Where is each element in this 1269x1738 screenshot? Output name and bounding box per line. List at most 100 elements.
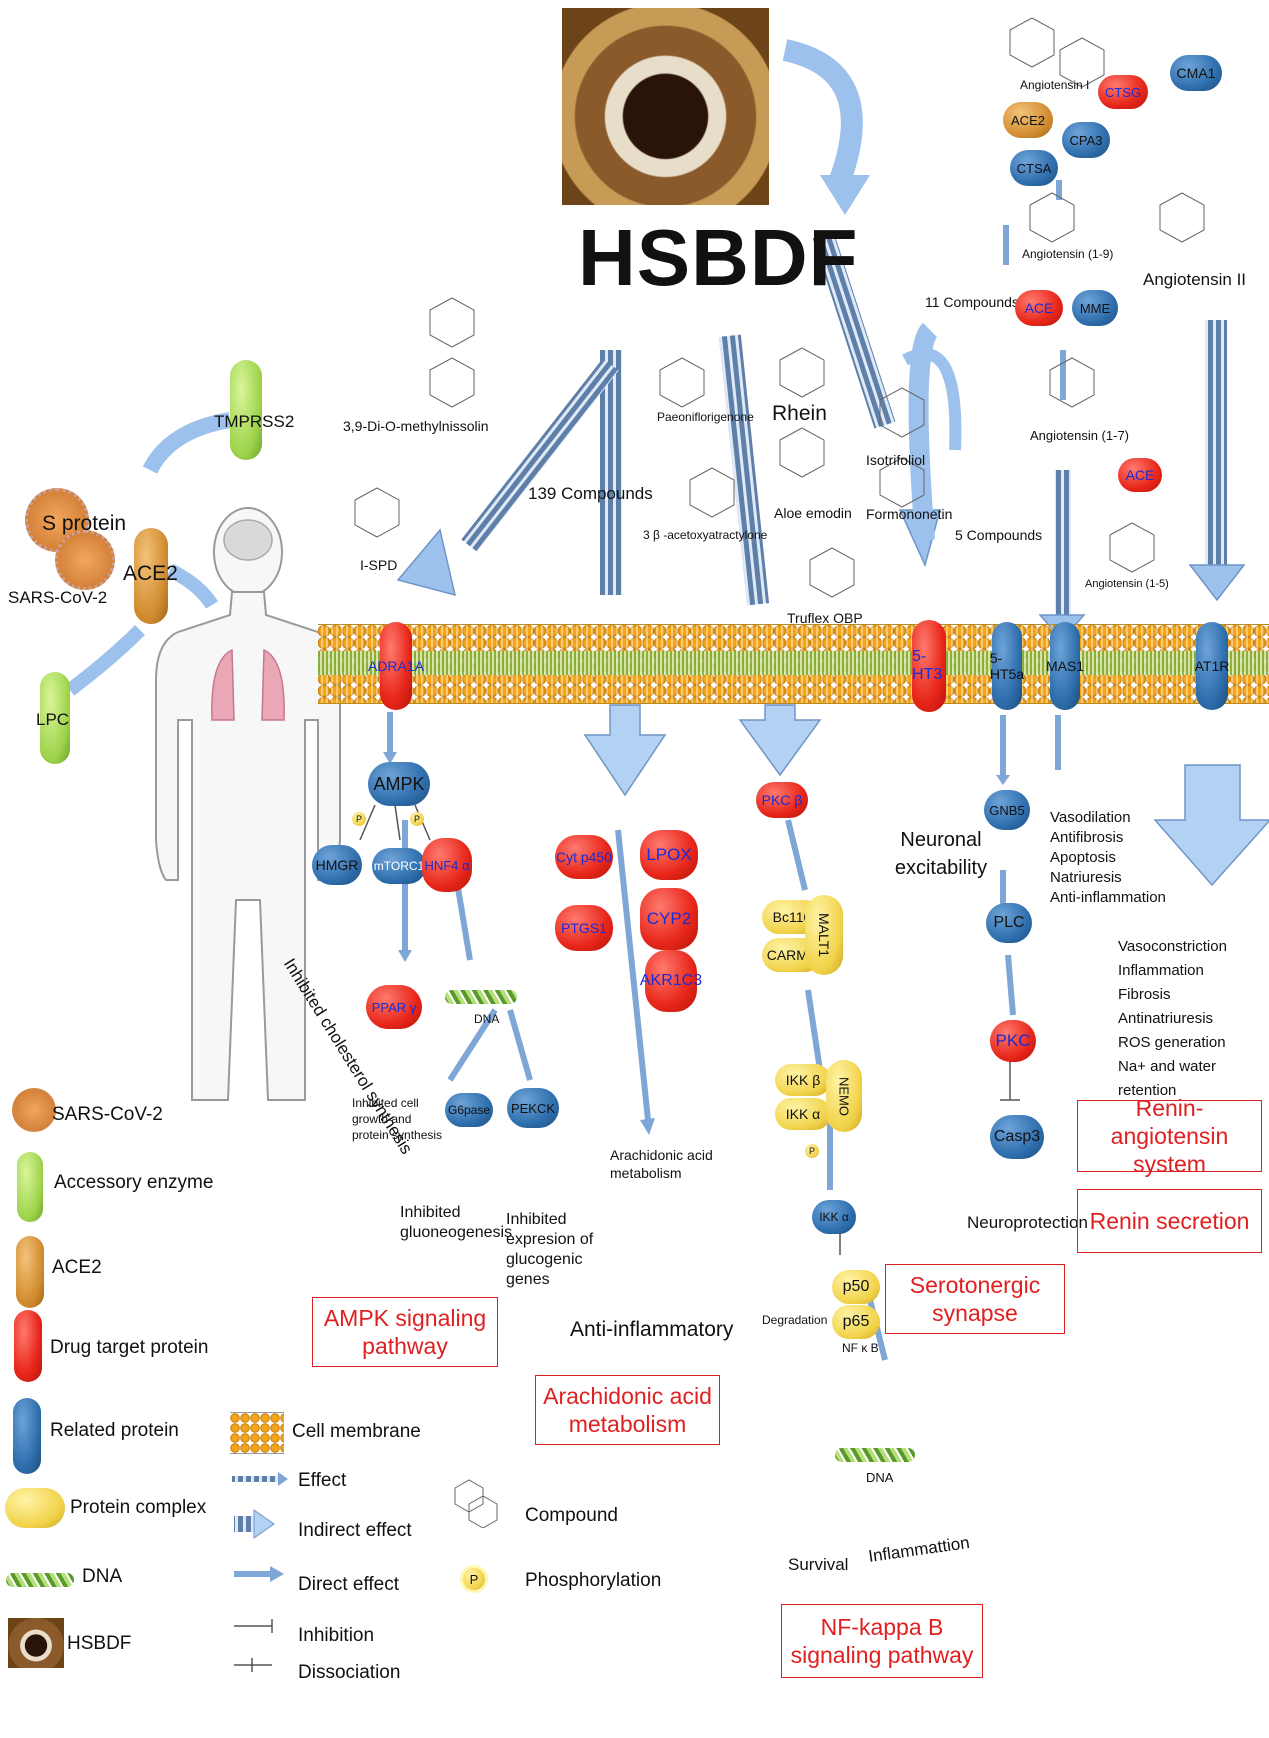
ctsg-protein: CTSG bbox=[1098, 75, 1148, 109]
mme-protein: MME bbox=[1072, 290, 1118, 326]
cma1-protein: CMA1 bbox=[1170, 55, 1222, 91]
lpc-arrow bbox=[65, 625, 145, 696]
malt1-protein: MALT1 bbox=[805, 895, 843, 975]
ace2-protein: ACE2 bbox=[1003, 102, 1053, 138]
legend-dna-label: DNA bbox=[82, 1566, 123, 1587]
nfkb-pathway-box: NF-kappa B signaling pathway bbox=[781, 1604, 983, 1678]
mas1-effect: Vasodilation bbox=[1050, 809, 1131, 826]
legend-dna-icon bbox=[6, 1573, 74, 1587]
casp3-protein: Casp3 bbox=[990, 1115, 1044, 1159]
legend-drug-target-label: Drug target protein bbox=[50, 1337, 209, 1358]
mas1-effect: Antifibrosis bbox=[1050, 829, 1124, 846]
mas1-protein: MAS1 bbox=[1046, 622, 1084, 710]
arachidonic-pathway-box: Arachidonic acid metabolism bbox=[535, 1375, 720, 1445]
ace-protein: ACE bbox=[1118, 458, 1162, 492]
compound-structures bbox=[354, 17, 1205, 598]
at1r-effect: Fibrosis bbox=[1118, 986, 1171, 1003]
5-ht3-protein: 5-HT3 bbox=[912, 620, 946, 712]
at1r-effect: ROS generation bbox=[1118, 1034, 1226, 1051]
inhibited-cell-growth-label: Inhibited cell growth and protein synthe… bbox=[352, 1096, 443, 1142]
effect-arrow bbox=[1205, 320, 1227, 570]
effect-arrow bbox=[1055, 470, 1071, 620]
phosphorylation-icon: P bbox=[410, 812, 424, 826]
compound-label: 3,9-Di-O-methylnissolin bbox=[343, 418, 489, 434]
dna-icon bbox=[445, 990, 517, 1004]
ppar-protein: PPAR γ bbox=[366, 985, 422, 1029]
hsbdf-title: HSBDF bbox=[578, 213, 859, 302]
adra1a-protein: ADRA1A bbox=[368, 622, 424, 710]
ace2-label: ACE2 bbox=[123, 562, 178, 585]
lpc-shape bbox=[40, 672, 70, 764]
compound-label: Isotrifoliol bbox=[866, 452, 926, 468]
survival-label: Survival bbox=[788, 1555, 849, 1574]
s-protein-label: S protein bbox=[42, 512, 127, 535]
serotonergic-pathway-box: Serotonergic synapse bbox=[885, 1264, 1065, 1334]
p50-protein: p50 bbox=[832, 1270, 880, 1304]
legend-compound-icon bbox=[454, 1479, 498, 1528]
effect-arrow bbox=[812, 231, 896, 429]
legend-hsbdf-label: HSBDF bbox=[67, 1633, 132, 1654]
compound-label: Paeoniflorigenone bbox=[657, 410, 754, 424]
compound-label: I-SPD bbox=[360, 557, 398, 573]
tmprss2-shape bbox=[230, 360, 262, 460]
compounds-11-label: 11 Compounds bbox=[925, 294, 1019, 310]
legend-compound-label: Compound bbox=[525, 1505, 618, 1526]
neuroprotection-label: Neuroprotection bbox=[967, 1213, 1088, 1232]
ace2-to-body-arrow bbox=[166, 563, 219, 609]
legend-related-icon bbox=[13, 1398, 41, 1474]
angiotensin-1-7-label: Angiotensin (1-7) bbox=[1030, 428, 1129, 443]
p65-protein: p65 bbox=[832, 1305, 880, 1339]
hnf4a-protein: HNF4 α bbox=[422, 838, 472, 892]
legend-membrane-icon bbox=[230, 1412, 284, 1454]
legend-related-label: Related protein bbox=[50, 1420, 179, 1441]
legend-ace2-label: ACE2 bbox=[52, 1257, 102, 1278]
ikkb-protein: IKK β bbox=[775, 1064, 831, 1096]
mtorc1-protein: mTORC1 bbox=[372, 848, 426, 884]
anti-inflammatory-label: Anti-inflammatory bbox=[570, 1318, 734, 1341]
compound-label: Formononetin bbox=[866, 506, 953, 522]
legend-membrane-label: Cell membrane bbox=[292, 1421, 421, 1442]
dna-icon bbox=[835, 1448, 915, 1462]
renin-secretion-box: Renin secretion bbox=[1077, 1189, 1262, 1253]
pekck-protein: PEKCK bbox=[507, 1088, 559, 1128]
lungs-icon bbox=[211, 648, 285, 721]
compound-label: Aloe emodin bbox=[774, 505, 852, 521]
legend-arrow-icons bbox=[232, 1472, 288, 1672]
brain-icon bbox=[223, 519, 273, 561]
akr1c3-protein: AKR1C3 bbox=[640, 950, 702, 1012]
legend-accessory-label: Accessory enzyme bbox=[54, 1172, 214, 1193]
tmprss2-label: TMPRSS2 bbox=[214, 412, 295, 431]
ikka-free-protein: IKK α bbox=[812, 1200, 856, 1234]
inhibited-expression-label: Inhibited expresion of glucogenic genes bbox=[506, 1211, 594, 1288]
cyp2-protein: CYP2 bbox=[640, 888, 698, 950]
cyt-p450-protein: Cyt p450 bbox=[555, 835, 613, 879]
at1r-effect: Inflammation bbox=[1118, 962, 1204, 979]
hsbdf-photo bbox=[562, 8, 769, 205]
lpox-protein: LPOX bbox=[640, 830, 698, 880]
legend-indirect-label: Indirect effect bbox=[298, 1520, 412, 1541]
phosphorylation-icon: P bbox=[805, 1144, 819, 1158]
at1r-effect: Vasoconstriction bbox=[1118, 938, 1227, 955]
arachidonic-metabolism-label: Arachidonic acid metabolism bbox=[610, 1147, 713, 1181]
legend-phosphorylation-label: Phosphorylation bbox=[525, 1570, 662, 1591]
hmgr-protein: HMGR bbox=[312, 845, 362, 885]
legend-hsbdf-icon bbox=[8, 1618, 64, 1668]
effect-arrow bbox=[718, 334, 770, 606]
phosphorylation-icon: P bbox=[352, 812, 366, 826]
legend-sars-icon bbox=[12, 1088, 56, 1132]
ampk-pathway-box: AMPK signaling pathway bbox=[312, 1297, 498, 1367]
angiotensin-ii-label: Angiotensin II bbox=[1143, 270, 1247, 289]
at1r-effect: Na+ and water retention bbox=[1118, 1058, 1216, 1099]
legend-accessory-icon bbox=[17, 1152, 43, 1222]
nemo-protein: NEMO bbox=[826, 1060, 862, 1132]
ace-protein: ACE bbox=[1015, 290, 1063, 326]
angiotensin-1-5-label: Angiotensin (1-5) bbox=[1085, 578, 1169, 590]
legend-inhibition-label: Inhibition bbox=[298, 1625, 375, 1646]
ras-pathway-box: Renin-angiotensin system bbox=[1077, 1095, 1262, 1177]
neuronal-excitability-label: Neuronal excitability bbox=[894, 829, 988, 879]
ampk-protein: AMPK bbox=[368, 762, 430, 806]
mas1-effect: Anti-inflammation bbox=[1050, 889, 1166, 906]
g6pase-protein: G6pase bbox=[445, 1093, 493, 1127]
legend-ace2-icon bbox=[16, 1236, 44, 1308]
